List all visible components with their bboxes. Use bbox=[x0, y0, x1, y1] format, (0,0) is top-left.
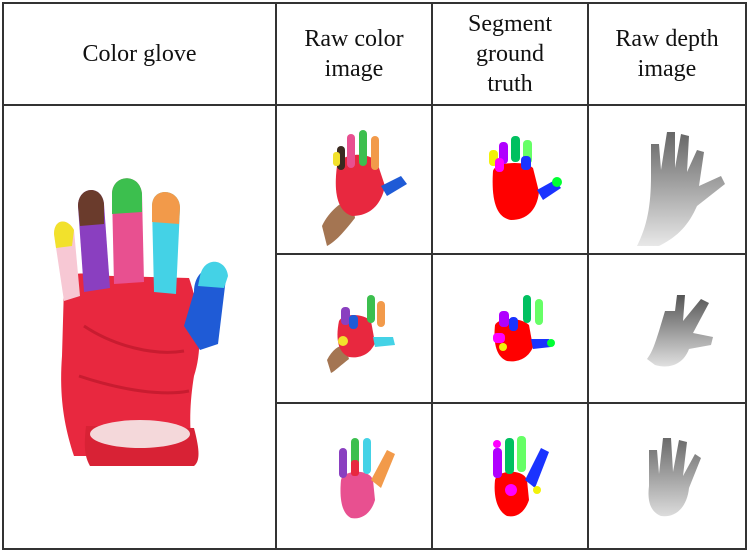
raw-depth-image-2 bbox=[589, 255, 745, 402]
divider-v3 bbox=[587, 2, 589, 550]
raw-depth-image-3 bbox=[589, 404, 745, 548]
color-glove-image bbox=[4, 106, 275, 548]
border-right bbox=[745, 2, 747, 550]
divider-header bbox=[2, 104, 747, 106]
raw-color-image-2 bbox=[277, 255, 431, 402]
border-bottom bbox=[2, 548, 747, 550]
raw-color-image-1 bbox=[277, 106, 431, 253]
raw-color-image-3 bbox=[277, 404, 431, 548]
raw-depth-image-1 bbox=[589, 106, 745, 253]
segment-ground-truth-1 bbox=[433, 106, 587, 253]
segment-ground-truth-2 bbox=[433, 255, 587, 402]
divider-v1 bbox=[275, 2, 277, 550]
segment-ground-truth-3 bbox=[433, 404, 587, 548]
divider-row2 bbox=[275, 402, 747, 404]
divider-v2 bbox=[431, 2, 433, 550]
header-color-glove: Color glove bbox=[82, 41, 197, 67]
border-top bbox=[2, 2, 747, 4]
divider-row1 bbox=[275, 253, 747, 255]
border-left bbox=[2, 2, 4, 550]
